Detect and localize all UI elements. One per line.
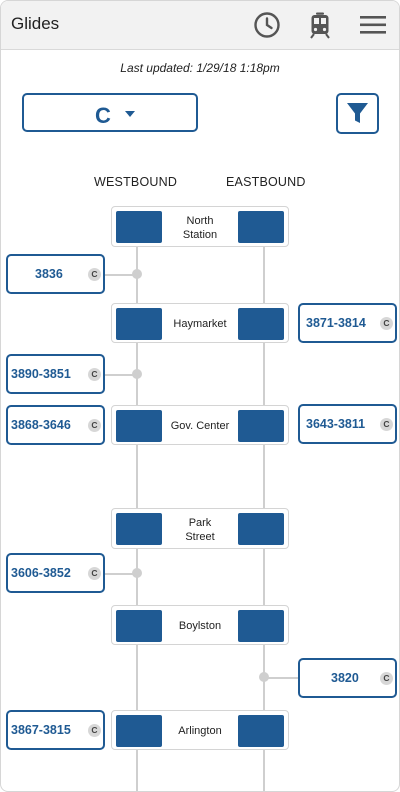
station-name: Arlington [178, 725, 222, 737]
westbound-platform-indicator[interactable] [116, 715, 162, 747]
train-icon[interactable] [305, 10, 335, 40]
train-id: 3871-3814 [306, 316, 366, 330]
train-card-westbound[interactable]: 3890-3851 C [6, 354, 105, 394]
station-haymarket[interactable]: Haymarket [111, 303, 289, 343]
line-badge: C [380, 672, 393, 685]
filter-button[interactable] [336, 93, 379, 134]
line-selector-dropdown[interactable]: C [22, 93, 198, 132]
westbound-platform-indicator[interactable] [116, 211, 162, 243]
train-card-eastbound[interactable]: 3820 C [298, 658, 397, 698]
train-position-dot [132, 568, 142, 578]
train-id: 3868-3646 [11, 418, 71, 432]
train-id: 3836 [35, 267, 63, 281]
train-card-westbound[interactable]: 3867-3815 C [6, 710, 105, 750]
top-bar: Glides [1, 1, 399, 50]
train-id: 3820 [331, 671, 359, 685]
westbound-platform-indicator[interactable] [116, 308, 162, 340]
funnel-icon [347, 103, 368, 123]
train-position-dot [132, 369, 142, 379]
train-position-dot [259, 672, 269, 682]
line-badge: C [88, 419, 101, 432]
eastbound-platform-indicator[interactable] [238, 513, 284, 545]
station-name: Haymarket [173, 318, 227, 330]
train-card-eastbound[interactable]: 3871-3814 C [298, 303, 397, 343]
train-connector [105, 374, 137, 376]
train-position-dot [132, 269, 142, 279]
clock-icon[interactable] [252, 10, 282, 40]
train-connector [264, 677, 298, 679]
train-connector [105, 573, 137, 575]
train-id: 3890-3851 [11, 367, 71, 381]
train-id: 3643-3811 [306, 417, 366, 431]
westbound-platform-indicator[interactable] [116, 513, 162, 545]
eastbound-platform-indicator[interactable] [238, 308, 284, 340]
train-card-eastbound[interactable]: 3643-3811 C [298, 404, 397, 444]
line-badge: C [88, 567, 101, 580]
westbound-header: WESTBOUND [94, 175, 178, 189]
train-card-westbound[interactable]: 3606-3852 C [6, 553, 105, 593]
eastbound-platform-indicator[interactable] [238, 610, 284, 642]
line-badge: C [88, 368, 101, 381]
station-name: Boylston [178, 620, 222, 632]
train-id: 3606-3852 [11, 566, 71, 580]
hamburger-menu-icon[interactable] [358, 10, 388, 40]
eastbound-platform-indicator[interactable] [238, 410, 284, 442]
line-selected-value: C [95, 103, 111, 128]
eastbound-header: EASTBOUND [226, 175, 306, 189]
westbound-platform-indicator[interactable] [116, 610, 162, 642]
last-updated-text: Last updated: 1/29/18 1:18pm [120, 61, 280, 75]
eastbound-platform-indicator[interactable] [238, 715, 284, 747]
train-card-westbound[interactable]: 3836 C [6, 254, 105, 294]
line-badge: C [380, 317, 393, 330]
station-boylston[interactable]: Boylston [111, 605, 289, 645]
train-card-westbound[interactable]: 3868-3646 C [6, 405, 105, 445]
line-badge: C [380, 418, 393, 431]
line-badge: C [88, 724, 101, 737]
line-badge: C [88, 268, 101, 281]
station-name: Gov. Center [170, 420, 230, 432]
westbound-platform-indicator[interactable] [116, 410, 162, 442]
chevron-down-icon [125, 111, 135, 117]
train-id: 3867-3815 [11, 723, 71, 737]
app-title: Glides [11, 14, 60, 33]
eastbound-platform-indicator[interactable] [238, 211, 284, 243]
station-gov-center[interactable]: Gov. Center [111, 405, 289, 445]
station-arlington[interactable]: Arlington [111, 710, 289, 750]
train-connector [105, 274, 137, 276]
